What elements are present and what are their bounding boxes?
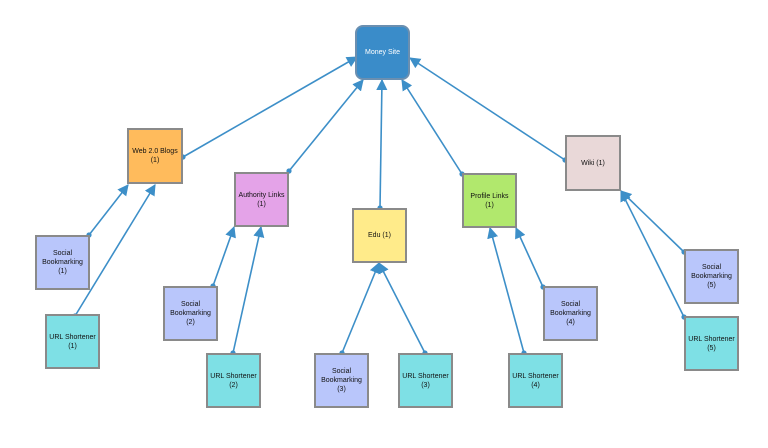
- web20-blogs-label: Web 2.0 Blogs (1): [132, 148, 178, 164]
- edge-wiki-to-money: [409, 57, 566, 161]
- edge-web20-to-money: [182, 56, 358, 158]
- social-bookmarking-3-node[interactable]: Social Bookmarking (3): [314, 353, 369, 408]
- authority-links-node[interactable]: Authority Links (1): [234, 172, 289, 227]
- url-shortener-5-node[interactable]: URL Shortener (5): [684, 316, 739, 371]
- edge-social2-to-authority: [212, 225, 236, 287]
- edge-social4-to-profile: [515, 226, 544, 288]
- social-bookmarking-3-label: Social Bookmarking (3): [321, 368, 362, 393]
- edge-url1-to-web20: [74, 184, 156, 317]
- edge-social3-to-edu: [341, 261, 381, 354]
- social-bookmarking-1-node[interactable]: Social Bookmarking (1): [35, 235, 90, 290]
- social-bookmarking-1-label: Social Bookmarking (1): [42, 250, 83, 275]
- social-bookmarking-4-label: Social Bookmarking (4): [550, 301, 591, 326]
- edge-edu-to-money: [376, 78, 388, 209]
- url-shortener-1-label: URL Shortener (1): [49, 333, 96, 350]
- edu-label: Edu (1): [368, 232, 391, 239]
- url-shortener-3-node[interactable]: URL Shortener (3): [398, 353, 453, 408]
- edge-authority-to-money: [288, 79, 364, 172]
- edu-node[interactable]: Edu (1): [352, 208, 407, 263]
- web20-blogs-node[interactable]: Web 2.0 Blogs (1): [127, 128, 183, 184]
- edge-url5-to-wiki: [620, 189, 685, 318]
- money-site-node[interactable]: Money Site: [355, 25, 410, 80]
- social-bookmarking-2-node[interactable]: Social Bookmarking (2): [163, 286, 218, 341]
- edge-url2-to-authority: [232, 225, 265, 354]
- url-shortener-5-label: URL Shortener (5): [688, 335, 735, 352]
- social-bookmarking-5-node[interactable]: Social Bookmarking (5): [684, 249, 739, 304]
- url-shortener-3-label: URL Shortener (3): [402, 372, 449, 389]
- edge-social5-to-wiki: [620, 190, 685, 253]
- social-bookmarking-5-label: Social Bookmarking (5): [691, 264, 732, 289]
- authority-links-label: Authority Links (1): [238, 191, 285, 208]
- url-shortener-4-label: URL Shortener (4): [512, 372, 559, 389]
- url-shortener-2-label: URL Shortener (2): [210, 372, 257, 389]
- profile-links-node[interactable]: Profile Links (1): [462, 173, 517, 228]
- edge-url4-to-profile: [487, 226, 525, 354]
- social-bookmarking-4-node[interactable]: Social Bookmarking (4): [543, 286, 598, 341]
- wiki-node[interactable]: Wiki (1): [565, 135, 621, 191]
- social-bookmarking-2-label: Social Bookmarking (2): [170, 301, 211, 326]
- url-shortener-2-node[interactable]: URL Shortener (2): [206, 353, 261, 408]
- edge-social1-to-web20: [88, 184, 129, 236]
- url-shortener-1-node[interactable]: URL Shortener (1): [45, 314, 100, 369]
- profile-links-label: Profile Links (1): [470, 192, 509, 209]
- wiki-label: Wiki (1): [581, 159, 605, 167]
- edge-url3-to-edu: [378, 262, 426, 354]
- money-site-label: Money Site: [364, 49, 401, 56]
- edge-profile-to-money: [401, 79, 463, 175]
- url-shortener-4-node[interactable]: URL Shortener (4): [508, 353, 563, 408]
